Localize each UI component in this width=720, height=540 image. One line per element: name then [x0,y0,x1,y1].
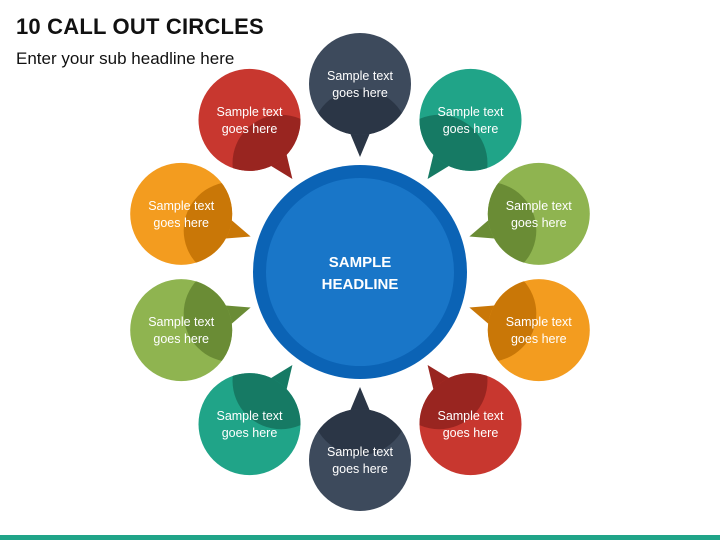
callout-circle-8: Sample text goes here [130,279,251,382]
callout-text-line1: Sample text [437,409,504,423]
callout-text-line2: goes here [222,426,278,440]
callout-text-line2: goes here [511,332,567,346]
callout-circle-2: Sample text goes here [419,68,522,179]
callout-text-line1: Sample text [506,315,573,329]
center-headline: SAMPLE HEADLINE [253,165,467,379]
callout-text-line1: Sample text [148,199,215,213]
footer-bar [0,535,720,540]
callout-circle-7: Sample text goes here [198,365,301,476]
page-title: 10 CALL OUT CIRCLES [16,14,264,39]
callout-text-line2: goes here [332,462,388,476]
callout-text-line1: Sample text [506,199,573,213]
callout-circle-4: Sample text goes here [469,279,590,382]
center-circle [266,178,454,366]
callout-text-line2: goes here [153,216,209,230]
callout-text-line1: Sample text [216,105,283,119]
callout-circle-5: Sample text goes here [419,365,522,476]
callout-text-line2: goes here [332,86,388,100]
callout-shade [311,89,409,135]
callout-circle-6: Sample text goes here [309,387,411,511]
callout-circle-3: Sample text goes here [469,162,590,265]
callout-text-line1: Sample text [327,445,394,459]
callout-circle-1: Sample text goes here [309,33,411,157]
callout-text-line2: goes here [443,122,499,136]
callout-text-line1: Sample text [437,105,504,119]
page-subtitle: Enter your sub headline here [16,49,235,68]
callout-circle-10: Sample text goes here [198,68,301,179]
callout-text-line2: goes here [153,332,209,346]
center-headline-line2: HEADLINE [322,276,399,293]
callout-text-line2: goes here [511,216,567,230]
callout-text-line2: goes here [443,426,499,440]
callout-circle-9: Sample text goes here [130,162,251,265]
callout-text-line1: Sample text [148,315,215,329]
center-headline-line1: SAMPLE [329,254,392,271]
callout-text-line1: Sample text [216,409,283,423]
callout-shade [311,409,409,455]
callout-text-line2: goes here [222,122,278,136]
callout-text-line1: Sample text [327,69,394,83]
